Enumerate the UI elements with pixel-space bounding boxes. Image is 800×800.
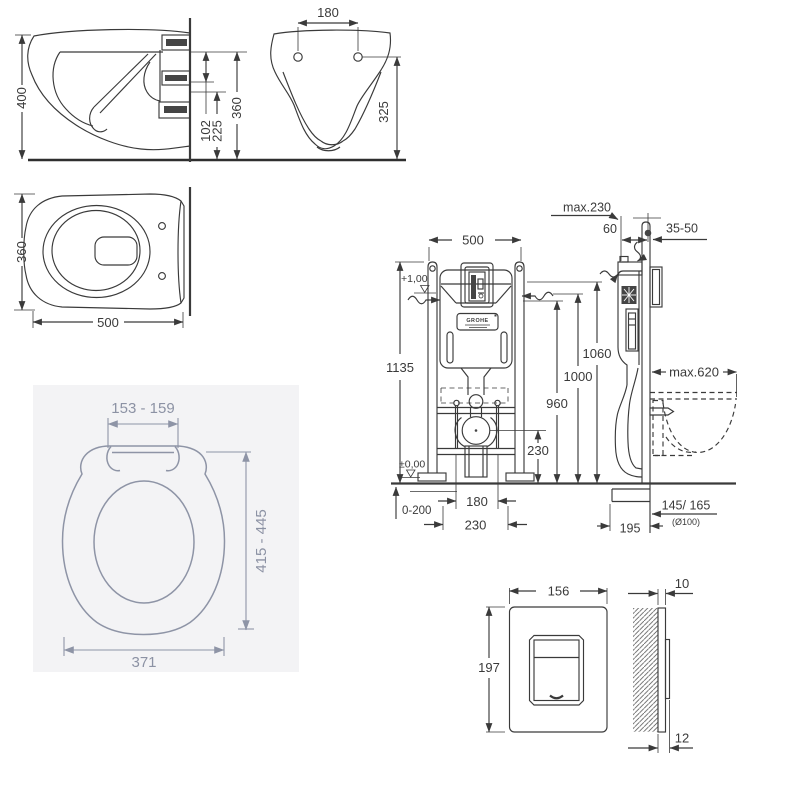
dim-label-seat-depth: 415 - 445 <box>253 509 270 572</box>
dim-label-bowl-inlet: 102 <box>198 120 213 142</box>
cistern-tank <box>439 269 513 369</box>
toilet-side-view-drawing: 400 102 225 360 <box>14 18 247 162</box>
dim-label-bowl-depth: 500 <box>97 315 119 330</box>
dim-label-floor-buildup: 0-200 <box>402 505 431 517</box>
dim-label-outlet-pipe: (Ø100) <box>672 517 700 527</box>
toilet-seat-drawing: 153 - 159 415 - 445 371 <box>33 385 299 672</box>
dim-label-bowl-height: 400 <box>14 87 29 109</box>
inspection-cover-side <box>649 266 663 308</box>
wall-arrow-down <box>633 241 647 262</box>
frame-side-view-drawing: max.230 60 35-50 max.620 145/ 165 (Ø100)… <box>551 201 737 536</box>
brand-logo-text: GROHE <box>466 318 488 324</box>
level-label-floor: ±0,00 <box>399 459 425 471</box>
dim-label-outlet-offset: 145/ 165 <box>662 499 711 513</box>
toilet-side-outline <box>27 28 191 151</box>
dim-label-plate-height: 197 <box>478 660 500 675</box>
frame-front-view-drawing: GROHE +1,00 <box>386 233 611 533</box>
dim-label-drain-height: 230 <box>527 443 549 458</box>
water-level-arrow-right <box>521 291 554 301</box>
toilet-top-view-drawing: 360 500 <box>14 187 192 330</box>
dim-label-plate-width: 156 <box>548 584 570 599</box>
dim-label-bolt-spacing: 180 <box>317 5 339 20</box>
water-level-arrow-left <box>407 295 441 305</box>
mount-hole-left <box>293 52 303 62</box>
dashed-bowl-outline <box>662 402 737 454</box>
frame-rail-side <box>641 221 651 483</box>
frame-foot-right <box>505 472 535 482</box>
cistern-side-profile <box>617 270 642 385</box>
dim-label-total-depth: 12 <box>675 731 689 746</box>
flush-plate-drawing: 156 197 10 12 <box>478 576 693 753</box>
flush-button <box>533 639 580 702</box>
seat-photo-panel <box>33 385 299 672</box>
wall-section-hatch <box>633 608 658 732</box>
level-label-top: +1,00 <box>401 273 428 285</box>
drain-outlet <box>461 416 491 445</box>
seat-opening <box>93 480 195 604</box>
dim-label-bowl-outlet: 225 <box>210 120 225 142</box>
flush-plate-protrusion <box>664 638 671 700</box>
flush-pipe-stub <box>649 407 675 416</box>
flush-button-notch <box>549 694 564 700</box>
inspection-shaft <box>460 262 494 308</box>
dim-label-bowl-rim-height: 360 <box>229 97 244 119</box>
wall-arrow-right <box>599 270 619 284</box>
bowl-rim-outer <box>42 204 151 299</box>
flush-plate-side <box>657 607 667 733</box>
dim-label-frame-height: 1135 <box>386 360 414 375</box>
toilet-front-view-drawing: 180 325 <box>270 5 401 160</box>
dim-label-max-reach: max.620 <box>669 365 719 380</box>
toilet-top-outline <box>23 193 185 310</box>
frame-rail-left <box>427 261 438 473</box>
brand-plate <box>456 312 499 331</box>
seat-outer-outline <box>61 445 226 636</box>
dim-label-bowl-width: 360 <box>14 241 29 263</box>
bowl-rim-inner <box>51 209 141 292</box>
mount-hole-right <box>353 52 363 62</box>
frame-foot-left <box>417 472 447 482</box>
frame-rail-right <box>514 261 525 473</box>
dim-label-mount-height: 325 <box>376 101 391 123</box>
dim-label-hinge-spacing: 153 - 159 <box>111 400 174 417</box>
dim-label-bracket-offset: 60 <box>603 222 617 236</box>
dim-label-960: 960 <box>546 396 568 411</box>
dim-label-pipe-offset: 195 <box>620 522 641 536</box>
flush-plate-front <box>508 606 608 733</box>
flush-button-frame <box>528 634 585 706</box>
dim-label-max-depth: max.230 <box>563 201 611 215</box>
dim-label-1060: 1060 <box>583 346 612 361</box>
bowl-water-area <box>94 236 138 266</box>
dim-label-wall-thickness: 35-50 <box>666 222 698 236</box>
dim-label-plate-thickness: 10 <box>675 576 689 591</box>
dim-label-seat-width: 371 <box>131 654 156 671</box>
dim-label-frame-width: 500 <box>462 233 484 248</box>
anchor-point-dot <box>644 229 652 237</box>
dim-label-1000: 1000 <box>564 369 593 384</box>
dim-label-anchor-spacing: 230 <box>465 518 487 533</box>
dim-label-rod-spacing: 180 <box>466 494 488 509</box>
toilet-front-outline <box>270 29 392 150</box>
